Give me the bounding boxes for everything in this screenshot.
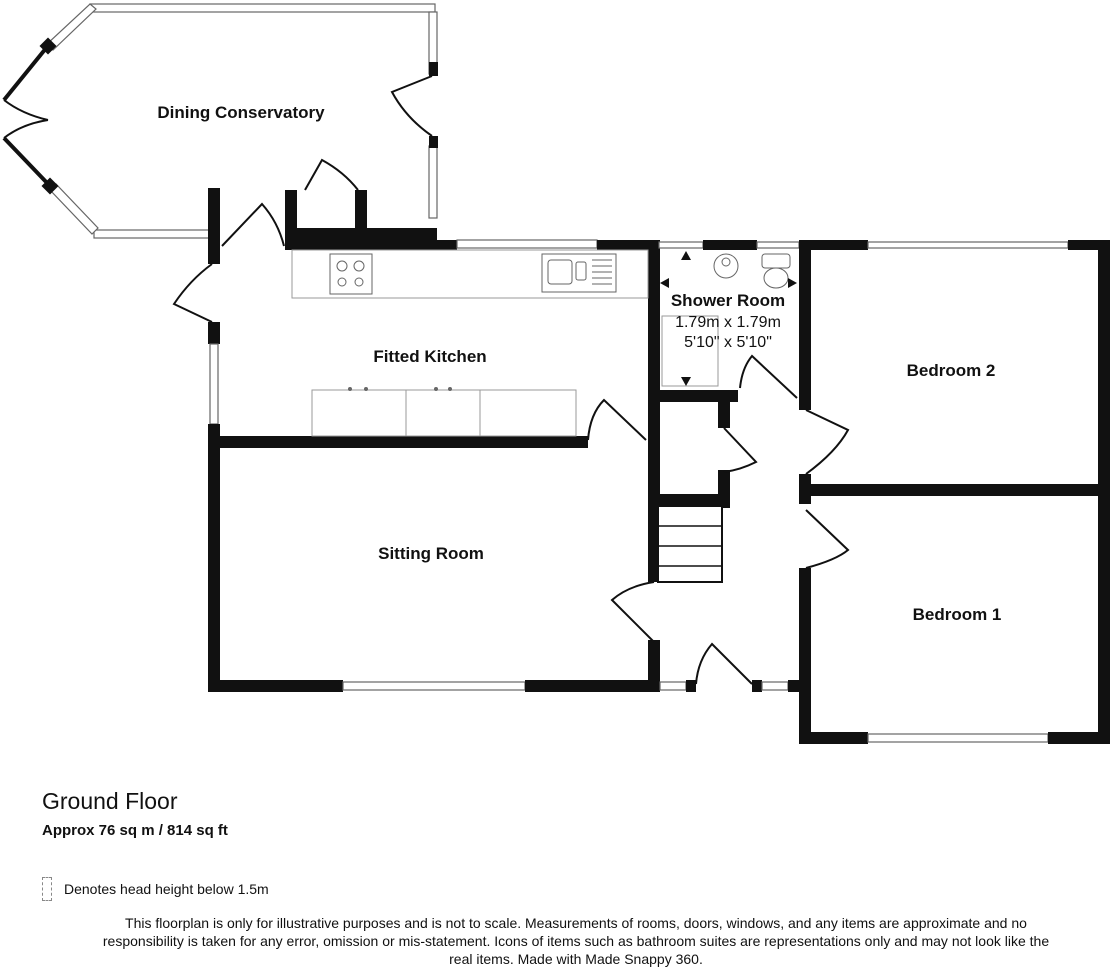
- staircase: [657, 505, 723, 583]
- kitchen-door[interactable]: [221, 202, 285, 247]
- bedroom-1-label: Bedroom 1: [913, 605, 1002, 624]
- kitchen-walls: [208, 188, 660, 692]
- floor-plan: Dining Conservatory Fitted Kitchen Showe…: [2, 3, 1110, 744]
- shower-room-walls: [648, 240, 811, 420]
- dashed-rectangle-icon: [42, 877, 52, 901]
- shower-room-imperial: 5'10" x 5'10": [684, 334, 772, 351]
- cupboard-door-hall[interactable]: [723, 427, 758, 473]
- sitting-room-door[interactable]: [610, 581, 655, 643]
- cupboard-door[interactable]: [304, 158, 359, 191]
- bedroom-2-door[interactable]: [805, 409, 850, 475]
- shower-fittings: [660, 251, 797, 387]
- sitting-room-label: Sitting Room: [378, 544, 484, 563]
- dining-conservatory-label: Dining Conservatory: [157, 103, 325, 122]
- fitted-kitchen-label: Fitted Kitchen: [373, 347, 486, 366]
- kitchen-units-lower: [311, 387, 577, 437]
- conservatory-left-door[interactable]: [3, 99, 49, 139]
- shower-room-label: Shower Room: [671, 291, 785, 310]
- shower-room-metric: 1.79m x 1.79m: [675, 314, 781, 331]
- bedroom-2-label: Bedroom 2: [907, 361, 996, 380]
- legend-text: Denotes head height below 1.5m: [64, 881, 269, 897]
- dining-conservatory-outline: [2, 3, 438, 250]
- kitchen-to-hall-door[interactable]: [587, 398, 647, 441]
- conservatory-right-door[interactable]: [390, 75, 433, 137]
- hall-walls: [658, 400, 811, 744]
- kitchen-worktop-top: [291, 249, 649, 299]
- disclaimer: This floorplan is only for illustrative …: [102, 915, 1050, 967]
- floor-area: Approx 76 sq m / 814 sq ft: [42, 822, 228, 839]
- shower-room-door[interactable]: [739, 354, 798, 399]
- bedroom-1-door[interactable]: [805, 509, 850, 569]
- floor-title: Ground Floor: [42, 788, 178, 814]
- legend: Denotes head height below 1.5m: [42, 876, 269, 902]
- kitchen-external-door[interactable]: [172, 263, 213, 323]
- front-door[interactable]: [695, 642, 753, 685]
- bedroom-walls: [806, 240, 1110, 744]
